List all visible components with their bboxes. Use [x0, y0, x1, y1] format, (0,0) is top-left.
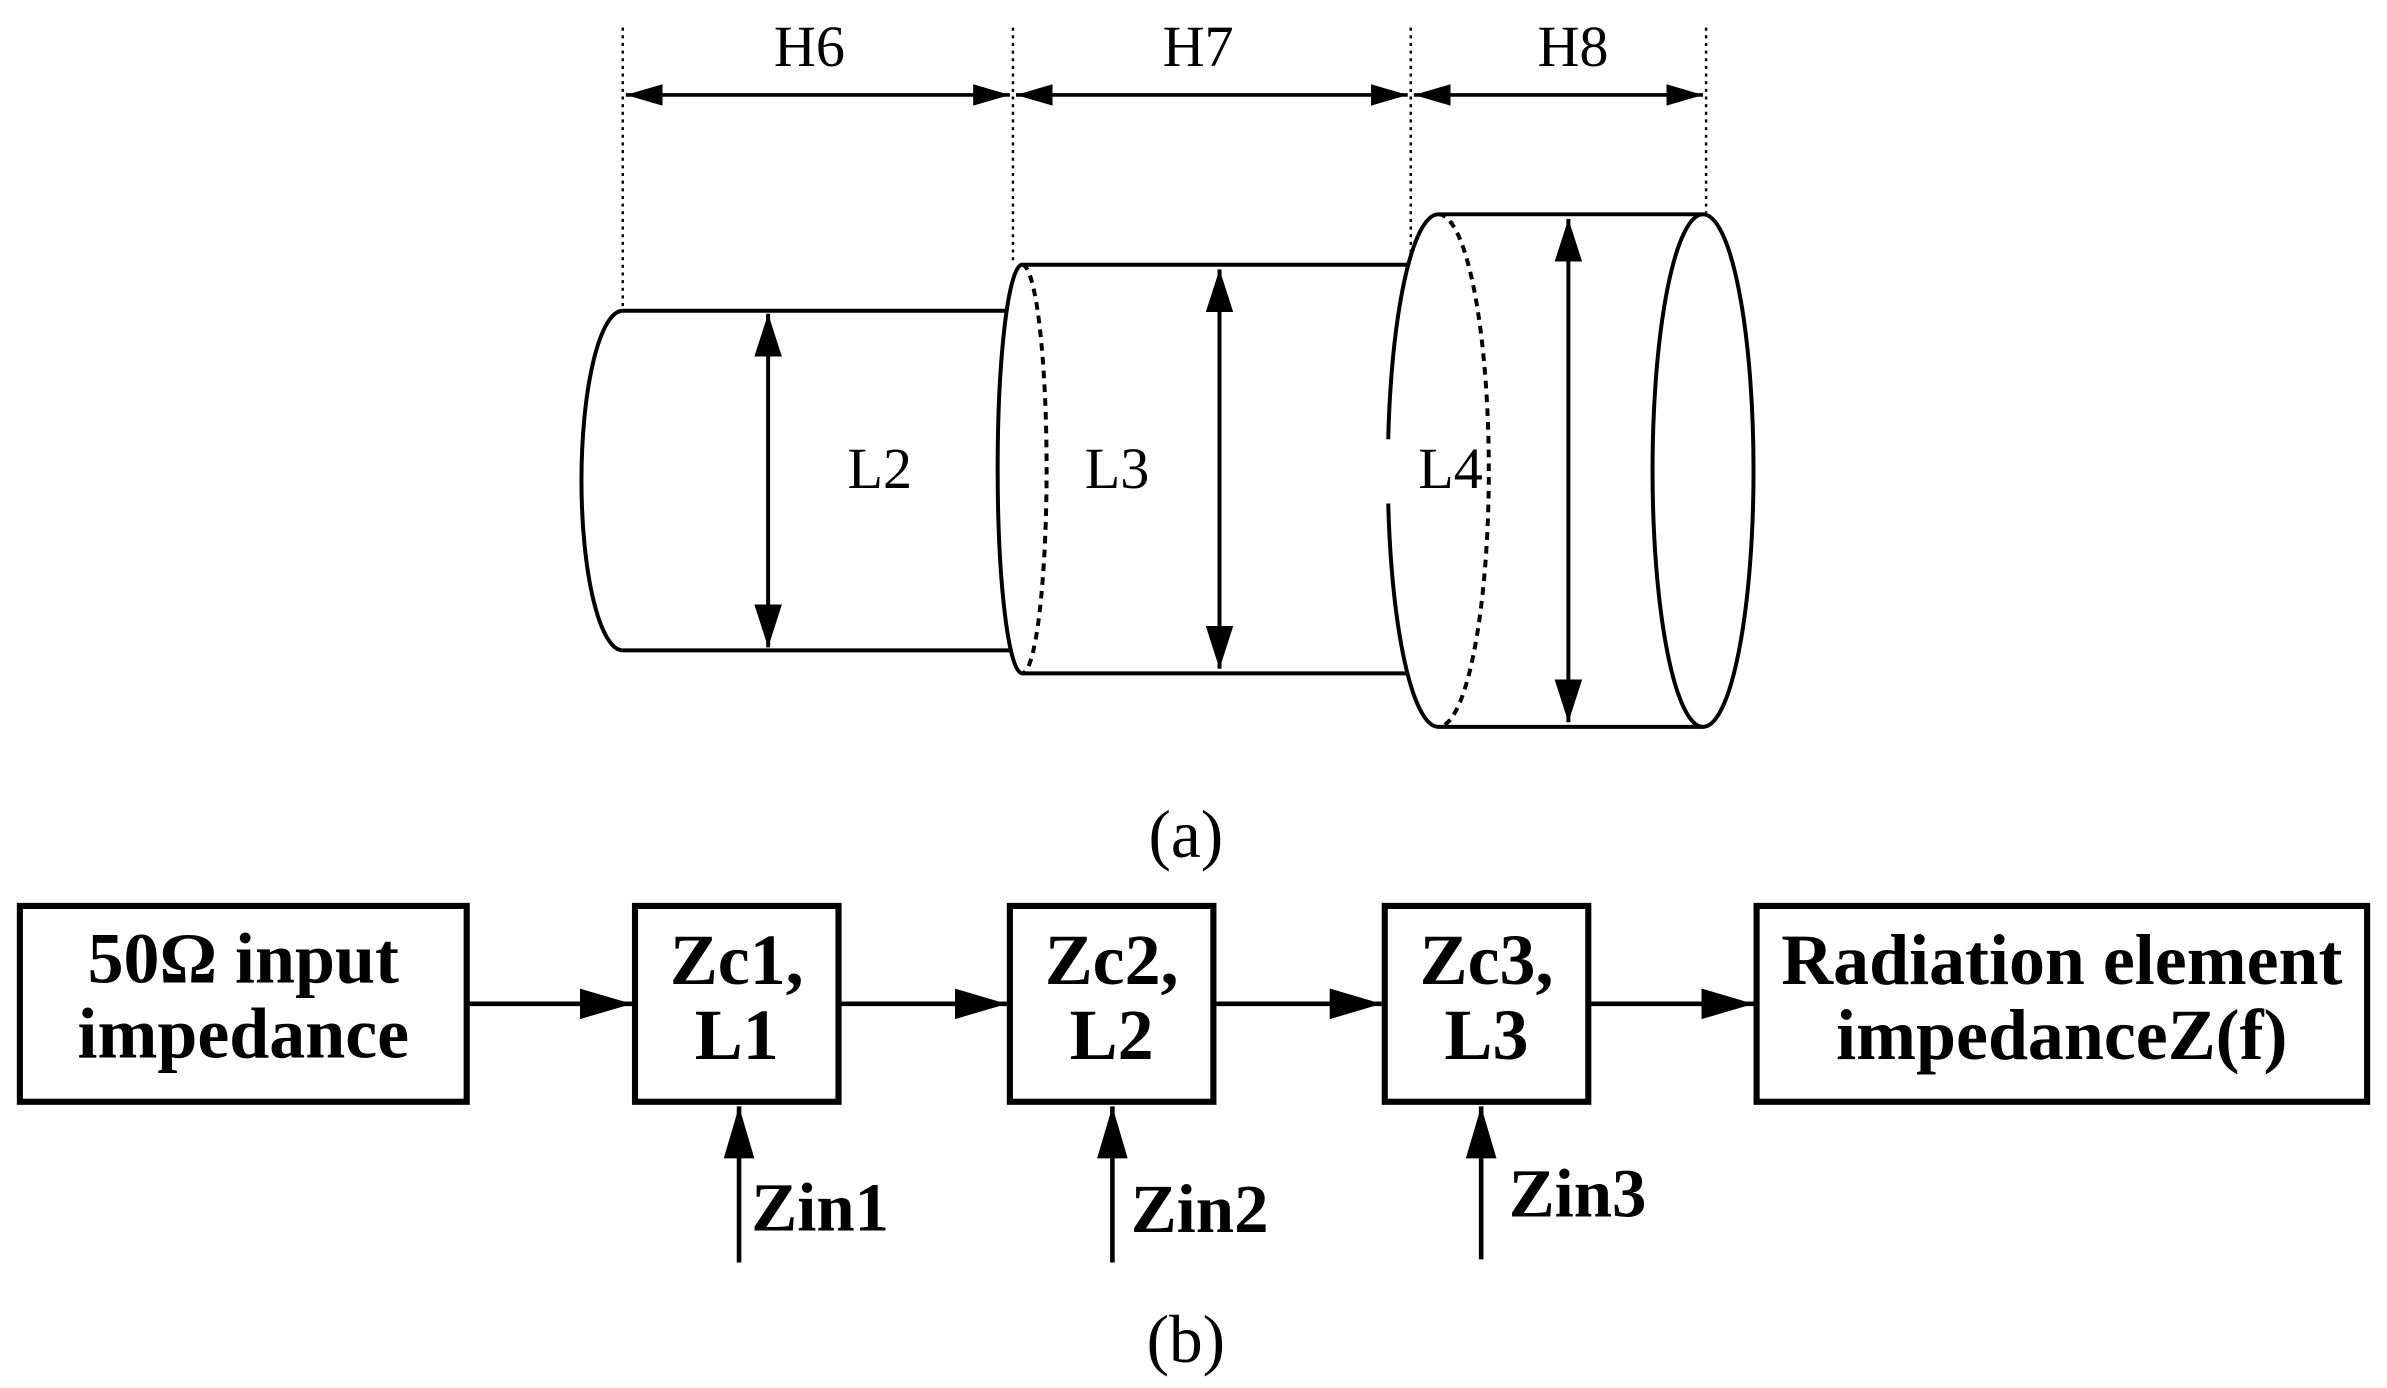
cylinder-section-2 — [995, 262, 1408, 676]
cylinder-section-1 — [579, 308, 1012, 653]
section-3-hidden-arc — [1438, 212, 1491, 729]
dimension-guides — [621, 27, 1708, 308]
caption-b: (b) — [1147, 1302, 1226, 1377]
section-2-hidden-arc — [1021, 262, 1049, 676]
label-l3: L3 — [1085, 436, 1150, 501]
label-h6: H6 — [774, 14, 845, 79]
label-zin2: Zin2 — [1131, 1171, 1269, 1247]
caption-a: (a) — [1148, 797, 1223, 872]
block-section-2-line-2: L2 — [1070, 995, 1154, 1075]
section-1-end-arc — [579, 308, 623, 653]
label-h7: H7 — [1163, 14, 1234, 79]
block-section-1-line-2: L1 — [695, 995, 779, 1075]
label-l4: L4 — [1418, 436, 1483, 501]
block-section-1-line-1: Zc1, — [670, 920, 804, 1000]
label-zin3: Zin3 — [1509, 1156, 1647, 1232]
section-3-end-ellipse — [1650, 212, 1756, 729]
section-2-front-arc — [995, 262, 1023, 676]
block-radiation-element-line-1: Radiation element — [1781, 920, 2342, 1000]
block-section-3-line-1: Zc3, — [1420, 920, 1554, 1000]
block-section-2-line-1: Zc2, — [1045, 920, 1179, 1000]
label-zin1: Zin1 — [751, 1169, 889, 1245]
block-radiation-element-line-2: impedanceZ(f) — [1836, 995, 2287, 1075]
label-h8: H8 — [1537, 14, 1608, 79]
diameter-dimension-arrows — [754, 218, 1583, 723]
label-l2: L2 — [848, 436, 913, 501]
block-input-impedance-line-1: 50Ω input — [88, 918, 399, 998]
block-radiation-element — [1753, 902, 2371, 1105]
block-input-impedance-line-2: impedance — [78, 993, 410, 1073]
stepped-cylinder-diagram: H6 H7 H8 L2 L3 — [579, 14, 1756, 872]
impedance-block-diagram: 50Ω input impedance Zc1, L1 Zc2, L2 Zc3,… — [16, 902, 2371, 1377]
label-l4-backdrop — [1383, 439, 1396, 504]
block-section-3-line-2: L3 — [1445, 995, 1529, 1075]
input-impedance-arrows — [723, 1106, 1497, 1263]
